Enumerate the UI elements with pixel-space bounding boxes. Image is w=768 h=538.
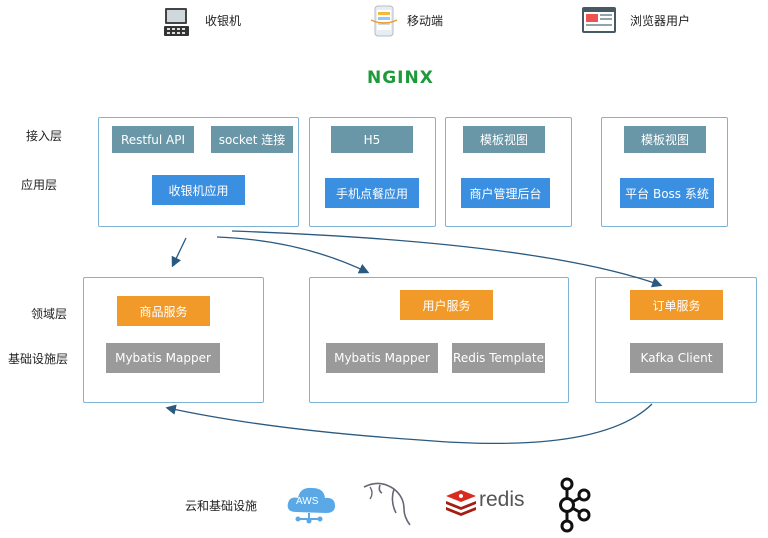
client-browser-label: 浏览器用户 <box>630 14 691 28</box>
redis-label: redis <box>479 488 525 511</box>
kafka-icon <box>559 477 591 533</box>
client-cashier-label: 收银机 <box>205 14 242 28</box>
layer-label-access: 接入层 <box>26 129 63 143</box>
cashier-app-box: 收银机应用 <box>152 175 245 205</box>
user-service-box: 用户服务 <box>400 290 493 320</box>
restful-api-box: Restful API <box>112 126 194 153</box>
merchant-template-view-box: 模板视图 <box>463 126 545 153</box>
kafka-client-box: Kafka Client <box>630 343 723 373</box>
aws-cloud-icon <box>287 487 335 524</box>
aws-label: AWS <box>296 496 319 507</box>
mobile-order-app-box: 手机点餐应用 <box>325 178 419 208</box>
arrow-to-product-service <box>171 237 187 268</box>
redis-template-box: Redis Template <box>452 343 545 373</box>
nginx-logo: NGINX <box>367 68 434 88</box>
arrow-to-user-service <box>216 236 370 274</box>
layer-label-cloud: 云和基础设施 <box>185 499 258 513</box>
arrow-to-order-service <box>231 230 663 288</box>
layer-label-infra: 基础设施层 <box>8 352 69 366</box>
h5-box: H5 <box>331 126 413 153</box>
redis-icon <box>446 490 476 516</box>
cash-register-icon <box>164 8 189 36</box>
boss-template-view-box: 模板视图 <box>624 126 706 153</box>
user-mybatis-mapper-box: Mybatis Mapper <box>326 343 438 373</box>
mysql-dolphin-icon <box>363 482 411 526</box>
order-service-box: 订单服务 <box>630 290 723 320</box>
browser-window-icon <box>582 7 616 33</box>
product-service-box: 商品服务 <box>117 296 210 326</box>
boss-system-box: 平台 Boss 系统 <box>620 178 714 208</box>
socket-connection-box: socket 连接 <box>211 126 293 153</box>
merchant-admin-box: 商户管理后台 <box>461 178 550 208</box>
mobile-phone-icon <box>370 5 398 37</box>
arrow-order-to-product <box>165 403 653 445</box>
product-mybatis-mapper-box: Mybatis Mapper <box>106 343 220 373</box>
layer-label-domain: 领域层 <box>31 307 68 321</box>
client-mobile-label: 移动端 <box>407 14 444 28</box>
layer-label-app: 应用层 <box>21 178 58 192</box>
